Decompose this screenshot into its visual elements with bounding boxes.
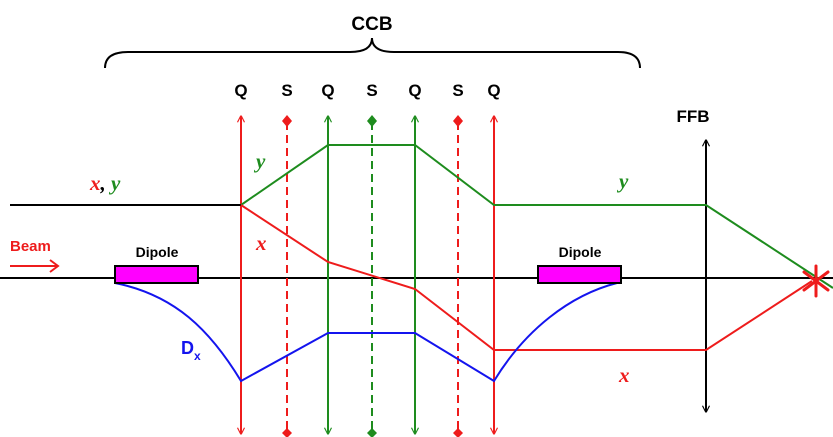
sextupole-1 xyxy=(282,115,292,437)
sextupole-3 xyxy=(453,115,463,437)
ccb-brace xyxy=(104,37,641,69)
magnet-label-s3: S xyxy=(452,81,463,100)
dipole-right xyxy=(537,265,622,284)
x-trajectory xyxy=(240,204,813,351)
dipole-right-label: Dipole xyxy=(559,244,602,260)
y-trajectory xyxy=(240,144,833,289)
magnet-labels: Q S Q S Q S Q xyxy=(234,81,500,100)
xy-label: x, y xyxy=(89,171,121,195)
beam-label: Beam xyxy=(10,238,51,255)
magnet-label-q2: Q xyxy=(321,81,334,100)
x-label-right: x xyxy=(618,363,630,387)
y-label-left: y xyxy=(253,149,266,173)
magnet-label-s1: S xyxy=(281,81,292,100)
focus-star-icon xyxy=(802,264,830,298)
dispersion-label-main: D xyxy=(181,338,194,358)
xy-label-y: y xyxy=(108,171,121,195)
ccb-label: CCB xyxy=(351,14,392,35)
sextupole-2 xyxy=(367,115,377,437)
magnet-label-q4: Q xyxy=(487,81,500,100)
dispersion-label: Dx xyxy=(181,338,201,363)
dispersion-curve xyxy=(114,282,618,383)
ffb-label: FFB xyxy=(676,107,709,126)
magnet-label-q3: Q xyxy=(408,81,421,100)
dipole-left xyxy=(114,265,199,284)
xy-label-x: x xyxy=(89,171,101,195)
dipole-left-label: Dipole xyxy=(136,244,179,260)
y-label-right: y xyxy=(616,169,629,193)
dispersion-label-sub: x xyxy=(194,349,201,363)
xy-label-comma: , xyxy=(100,171,112,195)
magnet-label-q1: Q xyxy=(234,81,247,100)
beam-arrow-icon xyxy=(10,259,60,273)
x-label-left: x xyxy=(255,231,267,255)
magnet-label-s2: S xyxy=(366,81,377,100)
